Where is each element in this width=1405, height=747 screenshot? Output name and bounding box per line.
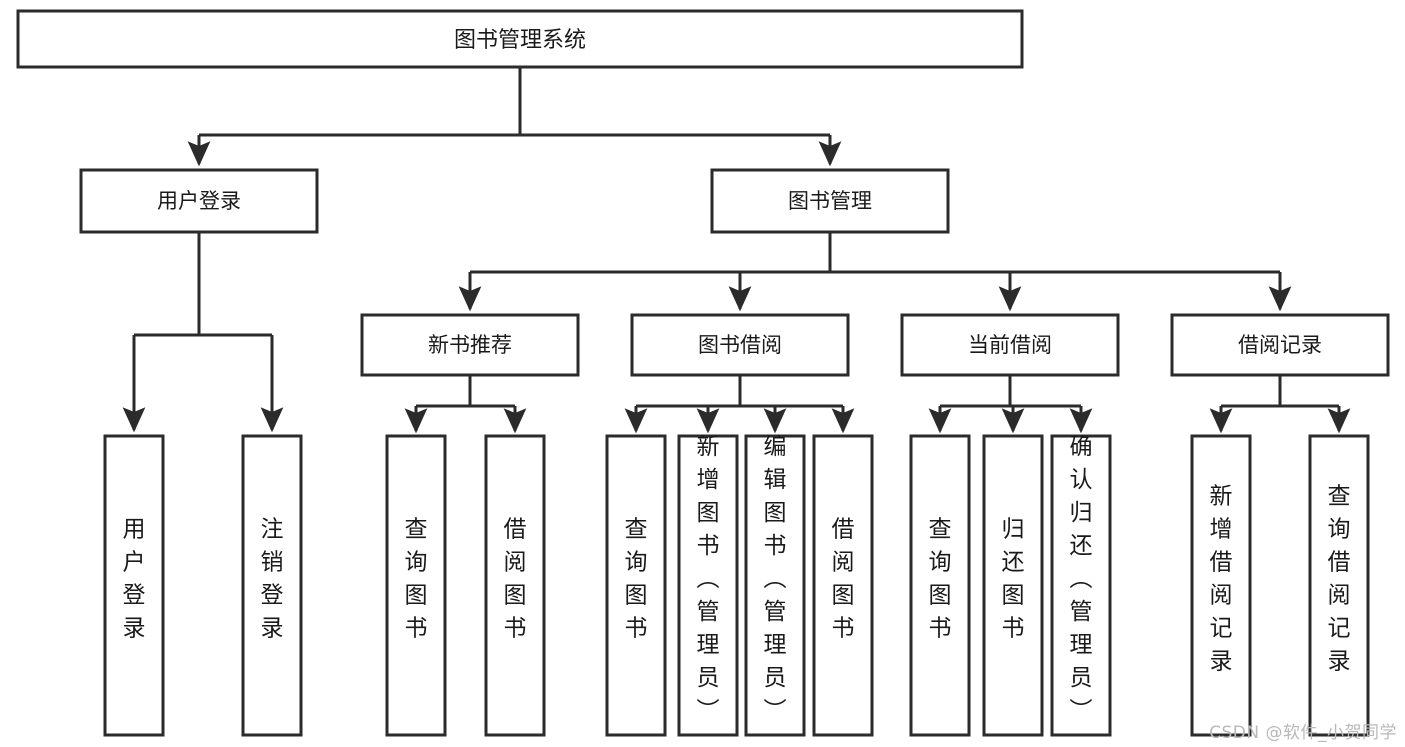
leaf-node-confirm-return-box[interactable] bbox=[1050, 434, 1112, 737]
leaf-node-query-books-borrow-label: 查询图书 bbox=[625, 517, 648, 642]
node-new-book-recommend[interactable]: 新书推荐 bbox=[360, 313, 580, 377]
leaf-node-return-book-box[interactable] bbox=[982, 434, 1044, 737]
node-current-borrow[interactable]: 当前借阅 bbox=[900, 313, 1120, 377]
node-book-borrow-box[interactable] bbox=[630, 313, 850, 377]
leaf-node-query-record[interactable]: 查询借阅记录 bbox=[1308, 434, 1370, 737]
node-root-box[interactable] bbox=[16, 9, 1024, 69]
node-book-management-box[interactable] bbox=[710, 168, 950, 234]
leaf-node-borrow-books-recommend-box[interactable] bbox=[484, 434, 546, 737]
leaf-node-query-books-borrow-box[interactable] bbox=[605, 434, 667, 737]
leaf-node-logout-label: 注销登录 bbox=[261, 517, 284, 642]
node-borrow-record-label: 借阅记录 bbox=[1238, 333, 1322, 357]
node-borrow-record[interactable]: 借阅记录 bbox=[1170, 313, 1390, 377]
node-borrow-record-box[interactable] bbox=[1170, 313, 1390, 377]
leaf-node-user-login-label: 用户登录 bbox=[123, 517, 146, 642]
leaf-node-return-book[interactable]: 归还图书 bbox=[982, 434, 1044, 737]
node-book-borrow[interactable]: 图书借阅 bbox=[630, 313, 850, 377]
node-current-borrow-label: 当前借阅 bbox=[968, 333, 1052, 357]
leaf-node-add-book-box[interactable] bbox=[677, 434, 739, 737]
leaf-node-logout-box[interactable] bbox=[241, 434, 303, 737]
leaf-node-layer: 用户登录 注销登录 查询图书 借阅图书 查询图书 新增图书︵管理员︶ bbox=[103, 434, 1370, 737]
connector-current-borrow-bus bbox=[940, 375, 1081, 408]
leaf-node-add-record-label: 新增借阅记录 bbox=[1210, 484, 1233, 675]
node-new-book-recommend-label: 新书推荐 bbox=[428, 333, 512, 357]
connector-user-login-bus bbox=[134, 232, 272, 337]
node-user-login-box[interactable] bbox=[79, 168, 319, 234]
node-book-management-label: 图书管理 bbox=[788, 189, 872, 213]
connector-book-management-bus bbox=[470, 232, 1280, 274]
leaf-node-borrow-book-box[interactable] bbox=[812, 434, 874, 737]
leaf-node-user-login[interactable]: 用户登录 bbox=[103, 434, 165, 737]
leaf-node-edit-book[interactable]: 编辑图书︵管理员︶ bbox=[744, 434, 806, 737]
leaf-node-confirm-return[interactable]: 确认归还︵管理员︶ bbox=[1050, 434, 1112, 737]
node-current-borrow-box[interactable] bbox=[900, 313, 1120, 377]
node-book-management[interactable]: 图书管理 bbox=[710, 168, 950, 234]
leaf-node-confirm-return-label: 确认归还︵管理员︶ bbox=[1070, 434, 1093, 724]
leaf-node-user-login-box[interactable] bbox=[103, 434, 165, 737]
connector-root-bus bbox=[199, 67, 830, 137]
leaf-node-query-record-box[interactable] bbox=[1308, 434, 1370, 737]
leaf-node-add-record[interactable]: 新增借阅记录 bbox=[1190, 434, 1252, 737]
leaf-node-add-record-box[interactable] bbox=[1190, 434, 1252, 737]
connector-layer bbox=[122, 67, 1351, 434]
leaf-node-query-books-recommend[interactable]: 查询图书 bbox=[385, 434, 447, 737]
leaf-node-query-books-recommend-label: 查询图书 bbox=[405, 517, 428, 642]
leaf-node-edit-book-label: 编辑图书︵管理员︶ bbox=[764, 434, 787, 724]
leaf-node-query-books-current[interactable]: 查询图书 bbox=[909, 434, 971, 737]
leaf-node-borrow-book-label: 借阅图书 bbox=[832, 517, 855, 642]
node-user-login[interactable]: 用户登录 bbox=[79, 168, 319, 234]
leaf-node-borrow-book[interactable]: 借阅图书 bbox=[812, 434, 874, 737]
leaf-node-query-books-borrow[interactable]: 查询图书 bbox=[605, 434, 667, 737]
leaf-node-add-book[interactable]: 新增图书︵管理员︶ bbox=[677, 434, 739, 737]
connector-book-borrow-bus bbox=[636, 375, 843, 408]
node-root[interactable]: 图书管理系统 bbox=[16, 9, 1024, 69]
leaf-node-query-books-current-label: 查询图书 bbox=[929, 517, 952, 642]
node-book-borrow-label: 图书借阅 bbox=[698, 333, 782, 357]
leaf-node-query-record-label: 查询借阅记录 bbox=[1328, 484, 1351, 675]
leaf-node-borrow-books-recommend-label: 借阅图书 bbox=[504, 517, 527, 642]
node-root-label: 图书管理系统 bbox=[454, 28, 586, 53]
node-user-login-label: 用户登录 bbox=[157, 189, 241, 213]
node-new-book-recommend-box[interactable] bbox=[360, 313, 580, 377]
leaf-node-add-book-label: 新增图书︵管理员︶ bbox=[697, 434, 720, 724]
leaf-node-logout[interactable]: 注销登录 bbox=[241, 434, 303, 737]
leaf-node-edit-book-box[interactable] bbox=[744, 434, 806, 737]
connector-borrow-record-bus bbox=[1221, 375, 1339, 408]
leaf-node-return-book-label: 归还图书 bbox=[1002, 517, 1025, 642]
leaf-node-borrow-books-recommend[interactable]: 借阅图书 bbox=[484, 434, 546, 737]
leaf-node-query-books-current-box[interactable] bbox=[909, 434, 971, 737]
connector-recommend-bus bbox=[416, 375, 515, 408]
leaf-node-query-books-recommend-box[interactable] bbox=[385, 434, 447, 737]
